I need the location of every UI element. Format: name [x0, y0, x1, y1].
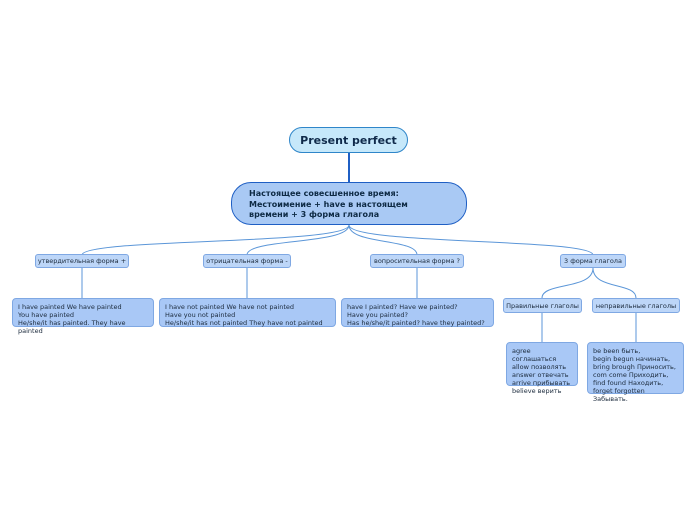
link-main-question	[348, 224, 418, 256]
topic-negative-form[interactable]: отрицательная форма -	[203, 254, 291, 268]
link-thirdform-irregular	[592, 267, 637, 299]
link-main-negative	[246, 224, 350, 256]
topic-irregular-verbs[interactable]: неправильные глаголы	[592, 298, 680, 313]
link-main-affirmative	[81, 224, 350, 256]
root-topic-present-perfect[interactable]: Present perfect	[289, 127, 408, 153]
list-irregular-verbs[interactable]: be been быть, begin begun начинать, brin…	[587, 342, 684, 403]
list-regular-verbs[interactable]: agree соглашаться allow позволять answer…	[506, 342, 578, 395]
topic-question-form[interactable]: вопросительная форма ?	[370, 254, 464, 268]
examples-question[interactable]: have I painted? Have we painted? Have yo…	[341, 298, 494, 327]
topic-regular-verbs[interactable]: Правильные глаголы	[503, 298, 582, 313]
link-main-thirdform	[348, 224, 594, 256]
main-topic-definition[interactable]: Настоящее совесшенное время: Местоимение…	[231, 182, 467, 225]
examples-negative[interactable]: I have not painted We have not painted H…	[159, 298, 336, 327]
topic-third-verb-form[interactable]: 3 форма глагола	[560, 254, 626, 268]
link-thirdform-regular	[541, 267, 594, 299]
examples-affirmative[interactable]: I have painted We have painted You have …	[12, 298, 154, 335]
topic-affirmative-form[interactable]: утвердительная форма +	[35, 254, 129, 268]
